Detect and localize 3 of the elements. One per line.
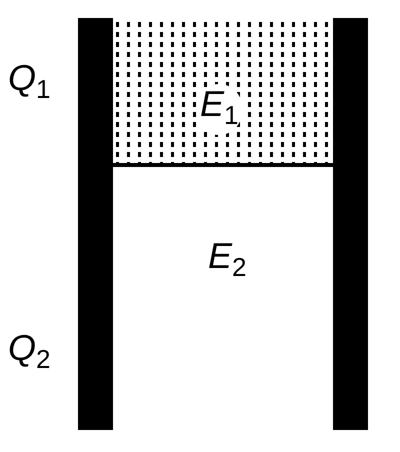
charge-label: Q$_{1}$	[8, 58, 50, 106]
field-label: E$_{2}$	[208, 236, 246, 284]
charge-label: Q$_{2}$	[8, 328, 50, 376]
